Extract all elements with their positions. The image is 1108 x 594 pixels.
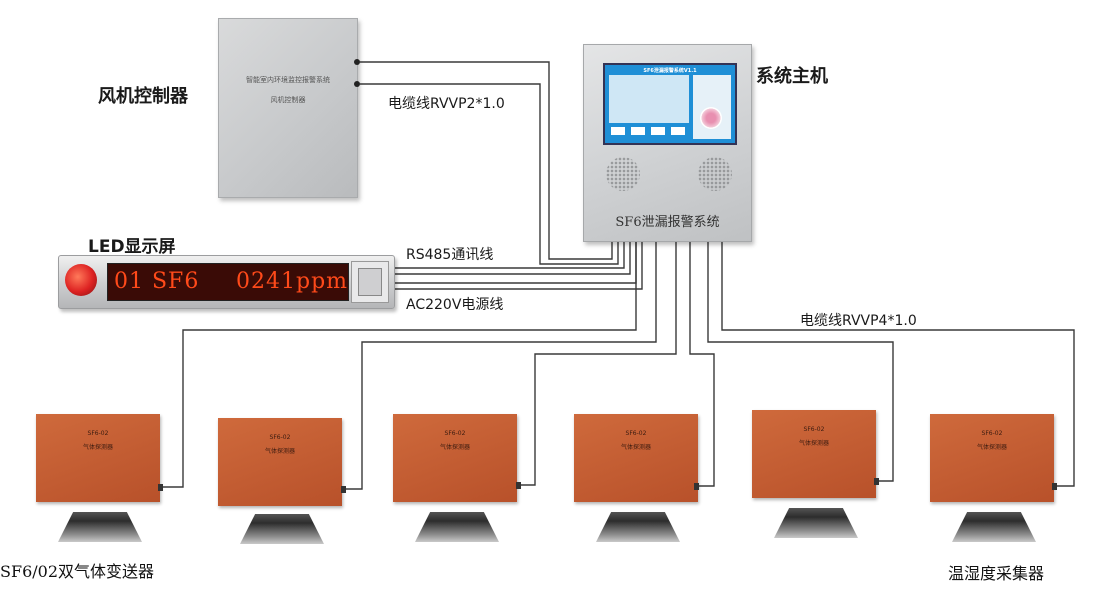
detector-name: 气体探测器	[976, 444, 1007, 451]
detector-model: SF6-02	[625, 430, 647, 437]
gas-detector: SF6-02 气体探测器	[930, 414, 1054, 502]
detector-stand	[240, 514, 324, 544]
gas-detector: SF6-02 气体探测器	[752, 410, 876, 498]
power-label: AC220V电源线	[406, 297, 504, 313]
fan-port-1	[354, 59, 360, 65]
detector-cable-2	[344, 240, 657, 490]
gas-detector: SF6-02 气体探测器	[393, 414, 517, 502]
detector-model: SF6-02	[981, 430, 1003, 437]
led-text-right: 0241ppm	[236, 269, 349, 294]
detector-name: 气体探测器	[264, 448, 295, 455]
detector-stand	[774, 508, 858, 538]
detector-model: SF6-02	[444, 430, 466, 437]
detector-model: SF6-02	[87, 430, 109, 437]
led-display: 01 SF6 0241ppm	[58, 255, 395, 309]
host-screen-title: SF6泄漏报警系统V1.1	[643, 68, 697, 74]
screen-button	[651, 127, 665, 135]
detector-port	[874, 478, 879, 485]
led-cable-2	[393, 240, 631, 275]
detector-stand	[596, 512, 680, 542]
screen-button	[631, 127, 645, 135]
detector-cable-3	[518, 240, 677, 486]
detector-port	[1052, 483, 1057, 490]
fan-panel-line2: 风机控制器	[270, 96, 306, 104]
led-cable-4	[393, 240, 643, 290]
detector-cable-5	[707, 240, 894, 482]
host-screen-panel	[609, 75, 689, 123]
detector-model: SF6-02	[803, 426, 825, 433]
host-panel-text: SF6泄漏报警系统	[615, 215, 720, 230]
detector-stand	[58, 512, 142, 542]
speaker-icon	[606, 157, 640, 191]
gas-detector: SF6-02 气体探测器	[218, 418, 342, 506]
led-text-left: 01 SF6	[114, 269, 200, 294]
host-label: 系统主机	[756, 66, 828, 87]
detector-stand	[415, 512, 499, 542]
detector-cable-6	[721, 240, 1075, 487]
detector-port	[694, 483, 699, 490]
detector-name: 气体探测器	[798, 440, 829, 447]
detector-port	[158, 484, 163, 491]
transmitter-label: SF6/02双气体变送器	[0, 562, 154, 581]
detector-name: 气体探测器	[439, 444, 470, 451]
screen-button	[671, 127, 685, 135]
speaker-icon	[698, 157, 732, 191]
fan-cable-label: 电缆线RVVP2*1.0	[388, 96, 505, 112]
detector-port	[516, 482, 521, 489]
fan-panel-line1: 智能室内环境监控报警系统	[246, 76, 330, 84]
fan-cable-2	[360, 83, 619, 265]
fan-controller-box: 智能室内环境监控报警系统 风机控制器	[218, 18, 358, 198]
gas-detector: SF6-02 气体探测器	[574, 414, 698, 502]
led-display-label: LED显示屏	[88, 237, 176, 257]
fan-cable-1	[360, 61, 613, 260]
detector-cable-4	[689, 240, 715, 487]
system-host: SF6泄漏报警系统V1.1 SF6泄漏报警系统	[583, 44, 752, 242]
detector-name: 气体探测器	[620, 444, 651, 451]
detector-model: SF6-02	[269, 434, 291, 441]
detector-name: 气体探测器	[82, 444, 113, 451]
alarm-lamp-icon	[65, 264, 97, 296]
detector-cable-label: 电缆线RVVP4*1.0	[800, 313, 917, 329]
humidity-collector-label: 温湿度采集器	[948, 564, 1045, 583]
led-sensor-module	[351, 261, 389, 303]
rs485-label: RS485通讯线	[406, 247, 494, 263]
detector-cable-1	[160, 240, 637, 488]
led-sensor-inner	[358, 268, 382, 296]
fan-port-2	[354, 81, 360, 87]
detector-stand	[952, 512, 1036, 542]
screen-button	[611, 127, 625, 135]
fan-controller-label: 风机控制器	[98, 86, 188, 107]
led-cable-1	[393, 240, 625, 269]
host-screen-gauge	[700, 107, 722, 129]
gas-detector: SF6-02 气体探测器	[36, 414, 160, 502]
host-screen: SF6泄漏报警系统V1.1	[603, 63, 737, 145]
led-panel: 01 SF6 0241ppm	[107, 263, 349, 301]
detector-port	[341, 486, 346, 493]
